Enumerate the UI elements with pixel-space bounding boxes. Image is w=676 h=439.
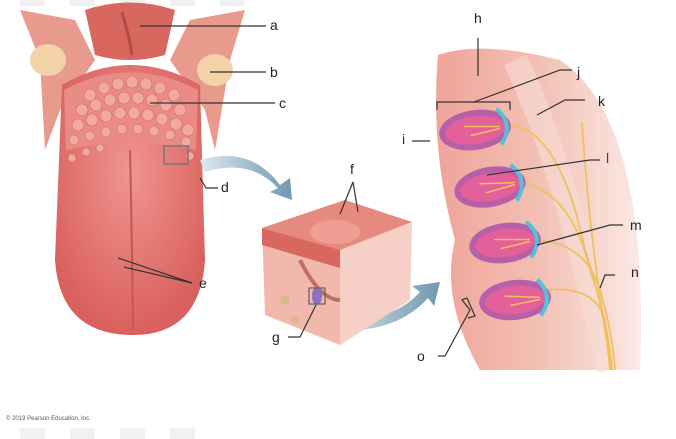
zoom-arrow-1 (200, 155, 292, 200)
label-d: d (221, 179, 229, 195)
label-f: f (350, 161, 354, 177)
label-i: i (402, 131, 406, 147)
label-j: j (577, 64, 581, 80)
label-n: n (631, 264, 639, 280)
label-o: o (417, 348, 425, 364)
label-l: l (606, 150, 610, 166)
label-e: e (199, 275, 207, 291)
label-a: a (270, 17, 278, 33)
label-c: c (279, 95, 286, 111)
taste-bud-tissue (436, 48, 641, 373)
tongue (20, 2, 245, 335)
label-h: h (474, 10, 482, 26)
copyright: © 2019 Pearson Education, Inc. (6, 416, 91, 422)
label-b: b (270, 64, 278, 80)
taste-buds (439, 107, 551, 321)
label-g: g (272, 329, 280, 345)
label-m: m (630, 217, 642, 233)
label-k: k (598, 93, 605, 109)
leader-lines (117, 25, 623, 357)
papilla-block (262, 200, 412, 345)
